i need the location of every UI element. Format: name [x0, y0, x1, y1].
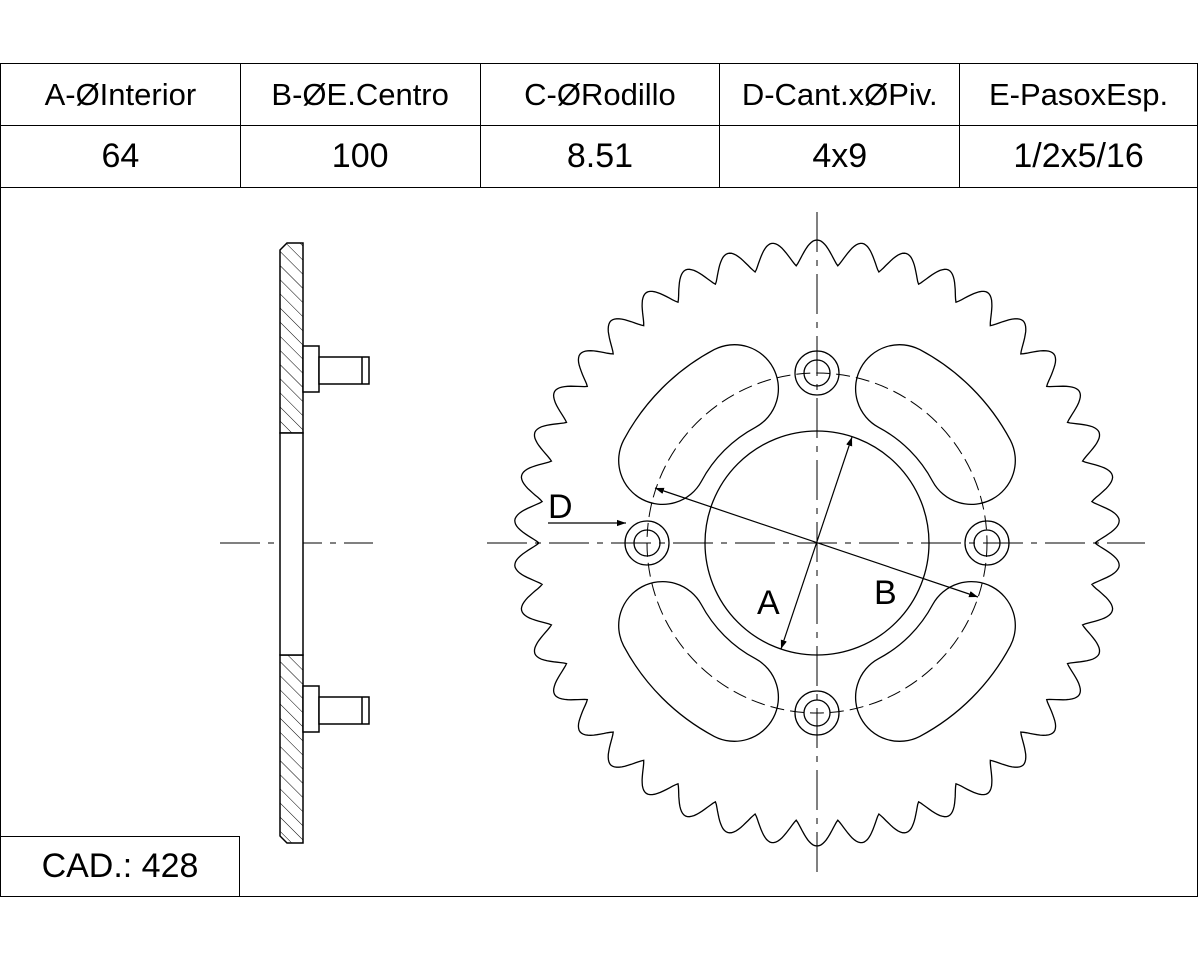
value-b-centro: 100: [239, 125, 481, 188]
sprocket-teeth-outline: [514, 239, 1120, 847]
header-c-rodillo: C-ØRodillo: [479, 63, 721, 126]
lightening-slots: [618, 344, 1016, 742]
value-c-rodillo: 8.51: [479, 125, 721, 188]
side-section-view: [220, 242, 373, 844]
dimension-b-label: B: [874, 574, 897, 612]
lightening-slot: [618, 344, 779, 505]
header-b-centro: B-ØE.Centro: [239, 63, 481, 126]
lower-stud-head: [302, 685, 320, 733]
value-e-paso: 1/2x5/16: [959, 125, 1198, 188]
side-view-upper-web: [279, 242, 304, 434]
dimension-lines: [548, 436, 979, 650]
header-e-paso: E-PasoxEsp.: [959, 63, 1198, 126]
dimension-a-label: A: [757, 584, 780, 622]
side-view-bore: [279, 432, 304, 656]
dimension-d-label: D: [548, 488, 573, 526]
spec-table: A-ØInterior B-ØE.Centro C-ØRodillo D-Can…: [0, 63, 1198, 188]
mounting-hole-boss: [794, 690, 840, 736]
mounting-hole-boss: [794, 350, 840, 396]
dimension-b-arrow: [654, 487, 979, 598]
lightening-slot: [855, 581, 1016, 742]
spec-header-row: A-ØInterior B-ØE.Centro C-ØRodillo D-Can…: [0, 63, 1198, 126]
value-a-interior: 64: [0, 125, 241, 188]
lightening-slot: [855, 344, 1016, 505]
lightening-slot: [618, 581, 779, 742]
upper-stud-shank: [318, 356, 370, 385]
side-view-lower-web: [279, 654, 304, 844]
spec-value-row: 64 100 8.51 4x9 1/2x5/16: [0, 125, 1198, 188]
header-a-interior: A-ØInterior: [0, 63, 241, 126]
mounting-hole: [803, 699, 831, 727]
value-d-pivots: 4x9: [719, 125, 961, 188]
header-d-pivots: D-Cant.xØPiv.: [719, 63, 961, 126]
bolt-circle: [646, 372, 988, 714]
upper-stud-head: [302, 345, 320, 393]
lower-stud-shank: [318, 696, 370, 725]
cad-label: CAD.: 428: [0, 836, 240, 897]
mounting-hole: [803, 359, 831, 387]
